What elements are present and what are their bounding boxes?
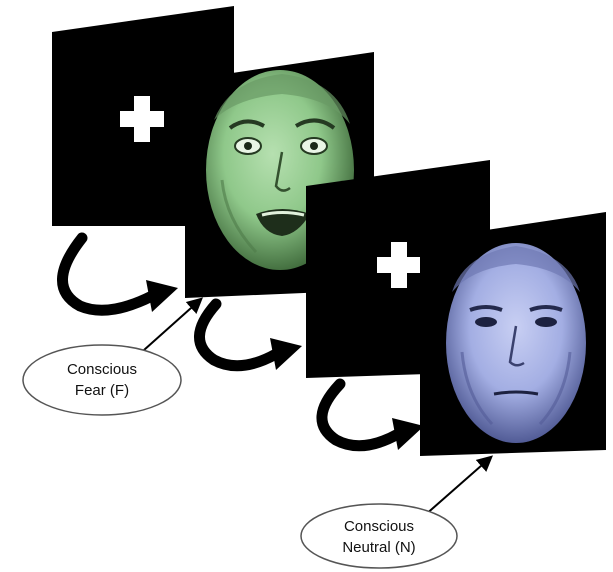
neutral-face-panel — [420, 212, 606, 456]
neutral-face-image — [446, 243, 586, 443]
curved-arrow-2 — [194, 298, 282, 372]
transition-arrows — [57, 232, 424, 452]
fear-label-line2: Fear (F) — [75, 382, 129, 399]
fear-label-line1: Conscious — [67, 361, 137, 378]
fear-label: Conscious Fear (F) — [22, 344, 182, 416]
neutral-label-line1: Conscious — [344, 518, 414, 535]
cross-icon — [120, 111, 164, 127]
cross-icon — [377, 257, 421, 273]
arrowhead-1 — [146, 280, 178, 312]
neutral-label-pointer — [423, 455, 494, 517]
fear-label-pointer — [143, 297, 203, 351]
curved-arrow-3 — [316, 378, 404, 452]
neutral-label: Conscious Neutral (N) — [300, 503, 458, 569]
neutral-label-line2: Neutral (N) — [342, 539, 415, 556]
curved-arrow-1 — [57, 232, 158, 316]
arrowhead-2 — [270, 338, 302, 370]
arrowhead-3 — [392, 418, 424, 450]
